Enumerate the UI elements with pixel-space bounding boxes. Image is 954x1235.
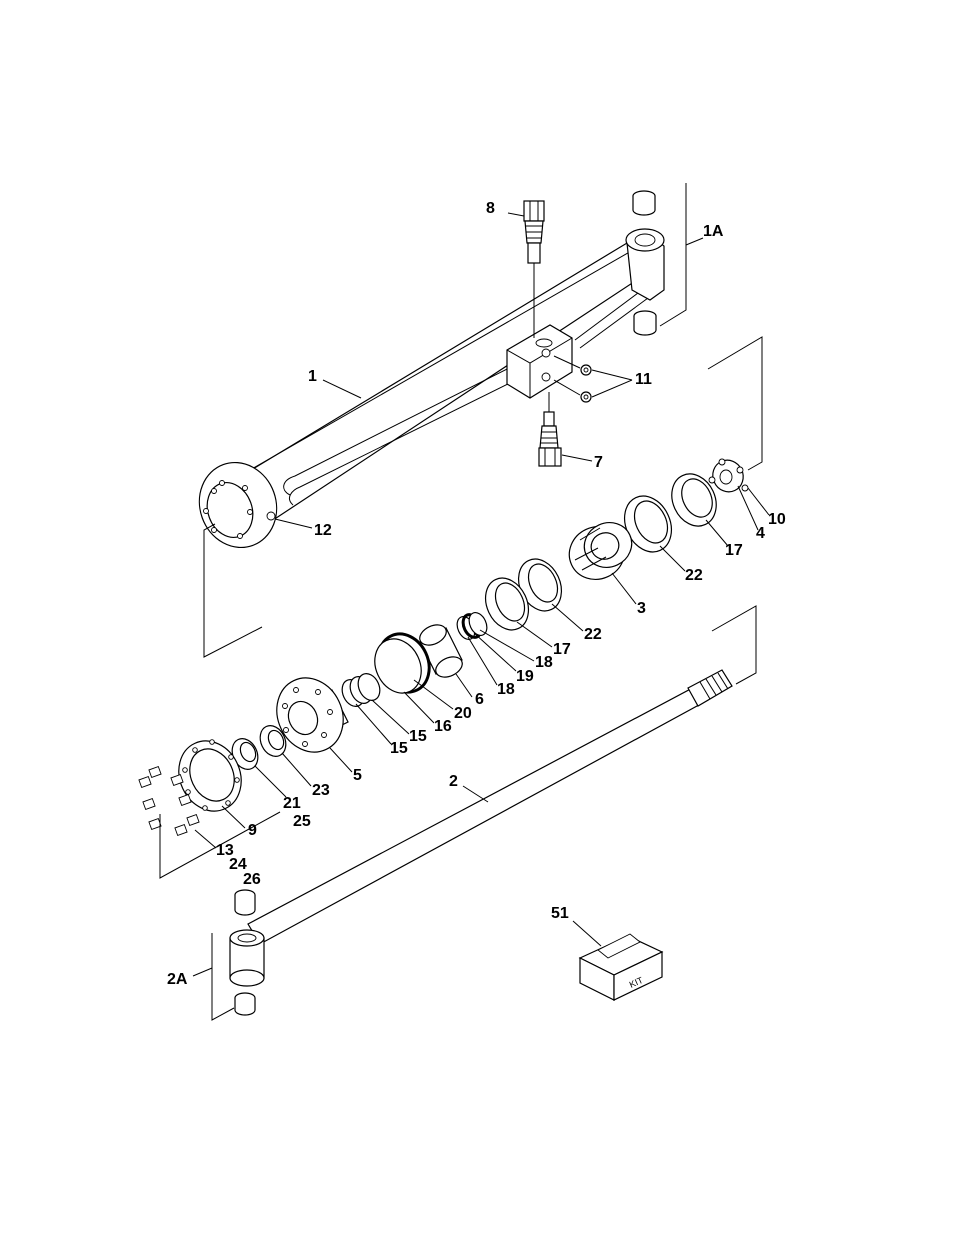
label-1: 1 — [308, 368, 317, 385]
spacer-6 — [419, 624, 463, 678]
label-8: 8 — [486, 200, 495, 217]
label-18-upper: 18 — [535, 654, 553, 671]
label-4: 4 — [756, 525, 765, 542]
label-11: 11 — [635, 371, 652, 388]
gland-5 — [276, 677, 349, 753]
label-22-lower: 22 — [584, 626, 602, 643]
label-51: 51 — [551, 905, 569, 922]
label-17-lower: 17 — [553, 641, 571, 658]
bracket-1a — [659, 183, 687, 327]
seal-17-upper — [671, 473, 717, 527]
label-18-lower: 18 — [497, 681, 515, 698]
backup-ring-16 — [374, 638, 422, 694]
label-5: 5 — [353, 767, 362, 784]
rod-seals-15 — [341, 673, 381, 707]
bolts-13 — [138, 765, 200, 837]
leader-lines — [192, 212, 770, 977]
cylinder-barrel — [198, 228, 665, 549]
fitting-7 — [538, 411, 562, 467]
label-12: 12 — [314, 522, 332, 539]
wiper-21 — [231, 738, 259, 770]
kit-box-51: KIT — [578, 933, 664, 1001]
label-20: 20 — [454, 705, 472, 722]
label-16: 16 — [434, 718, 452, 735]
label-23: 23 — [312, 782, 330, 799]
bracket-rod-right — [711, 605, 757, 685]
bracket-upper-left — [203, 523, 263, 658]
bushing-1a-bottom — [633, 310, 657, 336]
bushing-2a-top — [234, 889, 256, 916]
valve-block — [506, 324, 573, 399]
seal-17-lower — [484, 577, 530, 631]
label-24: 24 — [229, 856, 247, 873]
bracket-bolts — [159, 811, 281, 879]
label-22-upper: 22 — [685, 567, 703, 584]
label-15-lower: 15 — [390, 740, 408, 757]
piston-3 — [568, 522, 633, 580]
wear-ring-22-upper — [623, 495, 673, 553]
label-7: 7 — [594, 454, 603, 471]
bushing-2a-bottom — [234, 992, 256, 1016]
plug-11-upper — [580, 364, 592, 376]
bracket-rod-left — [211, 933, 235, 1021]
locknut-4 — [708, 458, 749, 493]
label-2a: 2A — [167, 971, 188, 988]
label-2: 2 — [449, 773, 458, 790]
label-1a: 1A — [703, 223, 724, 240]
label-9: 9 — [248, 822, 257, 839]
label-26: 26 — [243, 871, 261, 888]
bushing-1a-top — [632, 190, 656, 216]
plug-11-lower — [580, 391, 592, 403]
fitting-8 — [523, 200, 545, 264]
label-19: 19 — [516, 668, 534, 685]
bracket-upper-right — [707, 336, 763, 471]
rod-eye-2a — [229, 929, 265, 987]
label-13: 13 — [216, 842, 234, 859]
label-25: 25 — [293, 813, 311, 830]
retainer-plate-9 — [178, 739, 242, 812]
label-6: 6 — [475, 691, 484, 708]
label-10: 10 — [768, 511, 786, 528]
label-15-upper: 15 — [409, 728, 427, 745]
backup-rings-18-19 — [456, 612, 488, 640]
label-17-upper: 17 — [725, 542, 743, 559]
callout-labels: 8 1A 1 11 7 12 10 4 17 22 3 22 17 18 19 … — [167, 200, 786, 988]
wear-ring-22-lower — [517, 558, 563, 612]
label-21: 21 — [283, 795, 301, 812]
seal-23 — [259, 725, 287, 757]
label-3: 3 — [637, 600, 646, 617]
